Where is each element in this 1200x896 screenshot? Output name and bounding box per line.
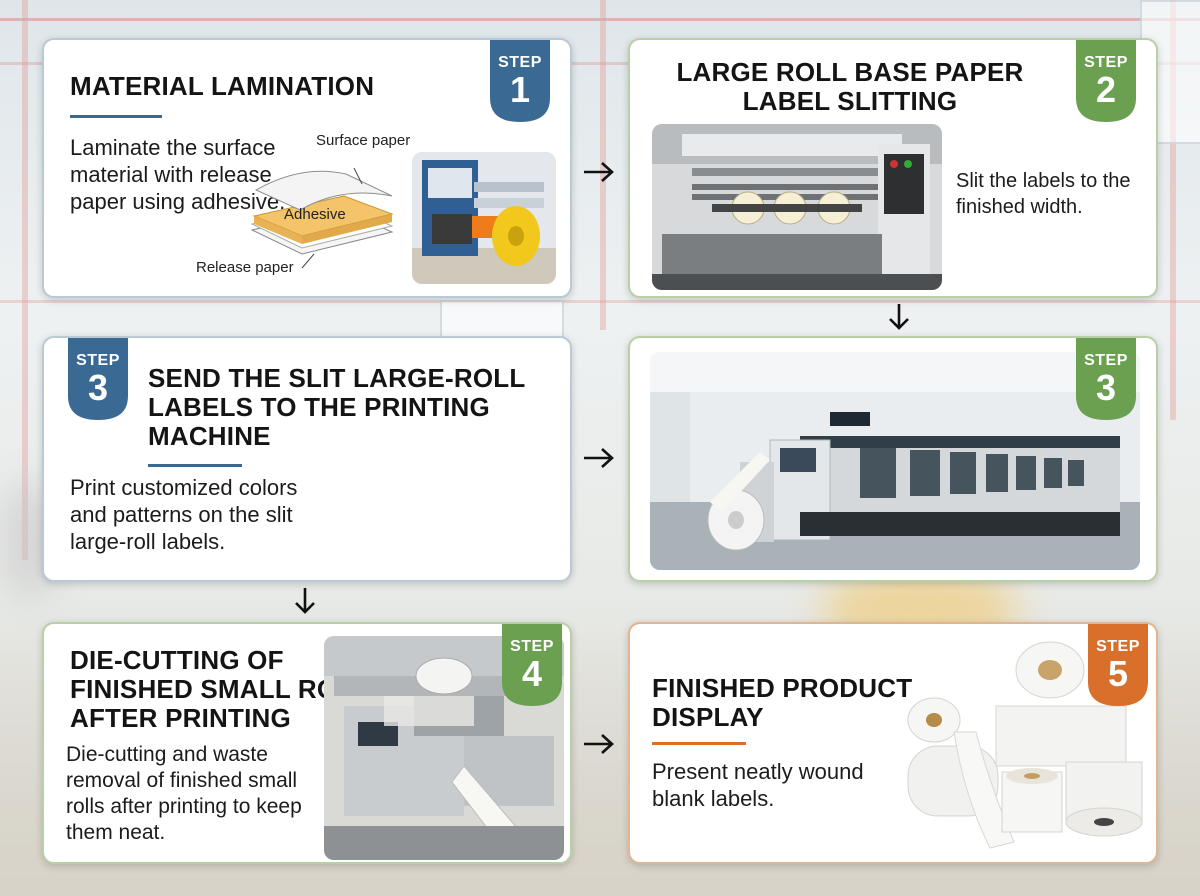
- step-2-title: LARGE ROLL BASE PAPER LABEL SLITTING: [676, 57, 1024, 116]
- step-5-card: FINISHED PRODUCT DISPLAY Present neatly …: [628, 622, 1158, 864]
- surface-paper-label: Surface paper: [316, 132, 411, 149]
- arrow-down-icon: [295, 588, 315, 614]
- step-2-description: Slit the labels to the finished width.: [956, 170, 1131, 218]
- step-1-underline: [70, 115, 162, 118]
- step-3-badge: STEP 3: [68, 338, 128, 420]
- step-3-description: Print customized colors and patterns on …: [70, 475, 298, 554]
- step-2-card: LARGE ROLL BASE PAPER LABEL SLITTING Sli…: [628, 38, 1158, 298]
- step-3-underline: [148, 464, 242, 467]
- step-1-card: MATERIAL LAMINATION Laminate the surface…: [42, 38, 572, 298]
- step-4-description: Die-cutting and waste removal of finishe…: [66, 743, 302, 844]
- arrow-right-icon: [584, 734, 614, 754]
- arrow-right-icon: [584, 162, 614, 182]
- step-5-underline: [652, 742, 746, 745]
- step-1-description: Laminate the surface material with relea…: [70, 135, 286, 214]
- step-5-badge: STEP 5: [1088, 624, 1148, 706]
- step-3-duplicate-badge: STEP 3: [1076, 338, 1136, 420]
- step-2-badge: STEP 2: [1076, 40, 1136, 122]
- arrow-right-icon: [584, 448, 614, 468]
- step-5-description: Present neatly wound blank labels.: [652, 759, 864, 811]
- printing-machine-photo: [650, 352, 1140, 570]
- step-3-photo-card: STEP 3: [628, 336, 1158, 582]
- step-1-badge: STEP 1: [490, 40, 550, 122]
- slitting-machine-photo: [652, 124, 942, 290]
- step-3-title: SEND THE SLIT LARGE-ROLL LABELS TO THE P…: [148, 363, 525, 451]
- step-1-title: MATERIAL LAMINATION: [70, 71, 375, 101]
- step-3-card: STEP 3 SEND THE SLIT LARGE-ROLL LABELS T…: [42, 336, 572, 582]
- step-5-title: FINISHED PRODUCT DISPLAY: [652, 673, 913, 732]
- step-4-badge: STEP 4: [502, 624, 562, 706]
- laminating-machine-photo: [412, 152, 556, 284]
- blank-label-rolls-image: [907, 641, 1143, 849]
- step-4-card: DIE-CUTTING OF FINISHED SMALL ROLLS AFTE…: [42, 622, 572, 864]
- release-paper-label: Release paper: [196, 259, 294, 276]
- lamination-layers-diagram: [250, 167, 394, 269]
- arrow-down-icon: [889, 304, 909, 330]
- adhesive-label: Adhesive: [284, 206, 346, 223]
